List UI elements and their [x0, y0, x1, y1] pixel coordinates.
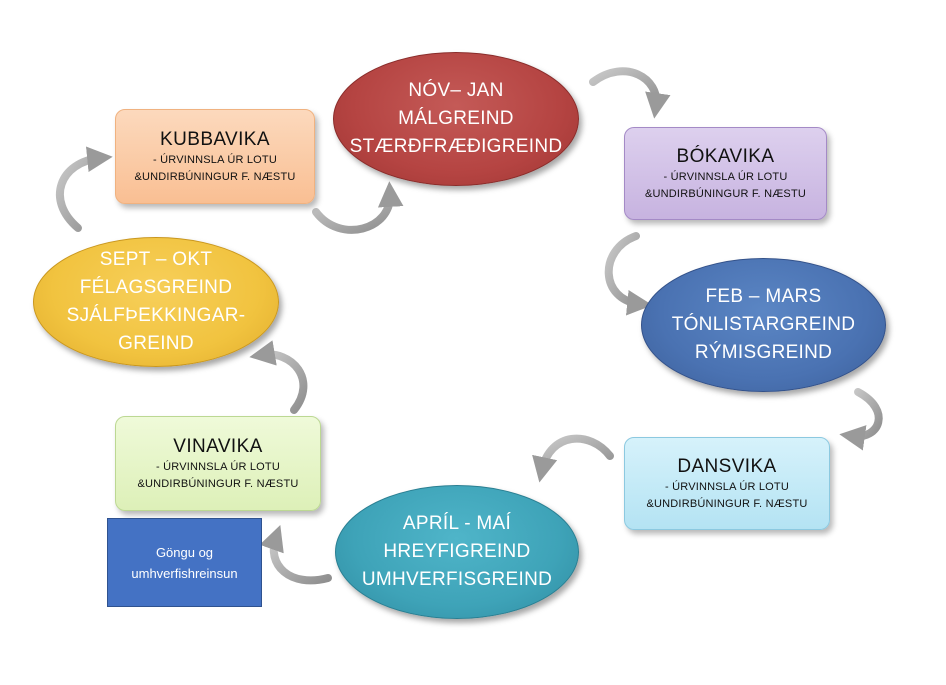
arrow-kubbavika-to-novjan	[312, 181, 404, 234]
week-bokavika-sub: &UNDIRBÚNINGUR F. NÆSTU	[644, 187, 807, 200]
period-april-mai: APRÍL - MAÍ HREYFIGREIND UMHVERFISGREIND	[335, 485, 579, 619]
note-box: Göngu og umhverfishreinsun	[107, 518, 262, 607]
period-sept-okt-line: FÉLAGSGREIND	[79, 277, 233, 298]
week-bokavika-title: BÓKAVIKA	[676, 145, 775, 167]
period-nov-jan-line: MÁLGREIND	[398, 108, 514, 129]
period-april-mai-line: APRÍL - MAÍ	[402, 513, 512, 534]
week-vinavika-sub: &UNDIRBÚNINGUR F. NÆSTU	[137, 477, 299, 490]
period-feb-mars-line: RÝMISGREIND	[694, 342, 833, 363]
week-dansvika-sub: &UNDIRBÚNINGUR F. NÆSTU	[646, 497, 808, 510]
period-sept-okt: SEPT – OKT FÉLAGSGREIND SJÁLFÞEKKINGAR- …	[33, 237, 279, 367]
note-line: umhverfishreinsun	[131, 565, 238, 581]
week-bokavika: BÓKAVIKA - ÚRVINNSLA ÚR LOTU &UNDIRBÚNIN…	[624, 127, 827, 220]
period-nov-jan: NÓV– JAN MÁLGREIND STÆRÐFRÆÐIGREIND	[333, 52, 579, 186]
period-april-mai-line: HREYFIGREIND	[383, 541, 531, 562]
week-bokavika-sub: - ÚRVINNSLA ÚR LOTU	[663, 170, 788, 183]
arrow-novjan-to-bokavika	[589, 67, 671, 119]
period-feb-mars-line: FEB – MARS	[705, 286, 822, 307]
week-kubbavika: KUBBAVIKA - ÚRVINNSLA ÚR LOTU &UNDIRBÚNI…	[115, 109, 315, 204]
week-vinavika-title: VINAVIKA	[173, 435, 263, 457]
note-line: Göngu og	[155, 544, 214, 560]
period-sept-okt-line: SJÁLFÞEKKINGAR-	[66, 305, 246, 326]
week-kubbavika-sub: &UNDIRBÚNINGUR F. NÆSTU	[134, 170, 296, 183]
arrow-bokavika-to-febmars	[604, 232, 653, 316]
arrow-febmars-to-dansvika	[839, 388, 883, 451]
arrow-aprilmai-to-vinavika	[259, 524, 332, 585]
period-april-mai-line: UMHVERFISGREIND	[361, 569, 553, 590]
period-feb-mars: FEB – MARS TÓNLISTARGREIND RÝMISGREIND	[641, 258, 886, 392]
week-kubbavika-title: KUBBAVIKA	[160, 128, 270, 150]
week-dansvika: DANSVIKA - ÚRVINNSLA ÚR LOTU &UNDIRBÚNIN…	[624, 437, 830, 530]
period-nov-jan-line: NÓV– JAN	[408, 80, 504, 101]
week-kubbavika-sub: - ÚRVINNSLA ÚR LOTU	[152, 153, 277, 166]
week-vinavika-sub: - ÚRVINNSLA ÚR LOTU	[155, 460, 280, 473]
arrow-vinavika-to-septokt	[249, 340, 308, 414]
arrow-dansvika-to-aprilmai	[532, 434, 614, 483]
period-feb-mars-line: TÓNLISTARGREIND	[671, 314, 856, 335]
arrow-septokt-to-kubbavika	[56, 146, 113, 232]
period-sept-okt-line: GREIND	[118, 333, 194, 354]
week-dansvika-sub: - ÚRVINNSLA ÚR LOTU	[664, 480, 789, 493]
week-vinavika: VINAVIKA - ÚRVINNSLA ÚR LOTU &UNDIRBÚNIN…	[115, 416, 321, 511]
period-nov-jan-line: STÆRÐFRÆÐIGREIND	[349, 136, 563, 157]
week-dansvika-title: DANSVIKA	[677, 455, 777, 477]
period-sept-okt-line: SEPT – OKT	[99, 249, 213, 270]
